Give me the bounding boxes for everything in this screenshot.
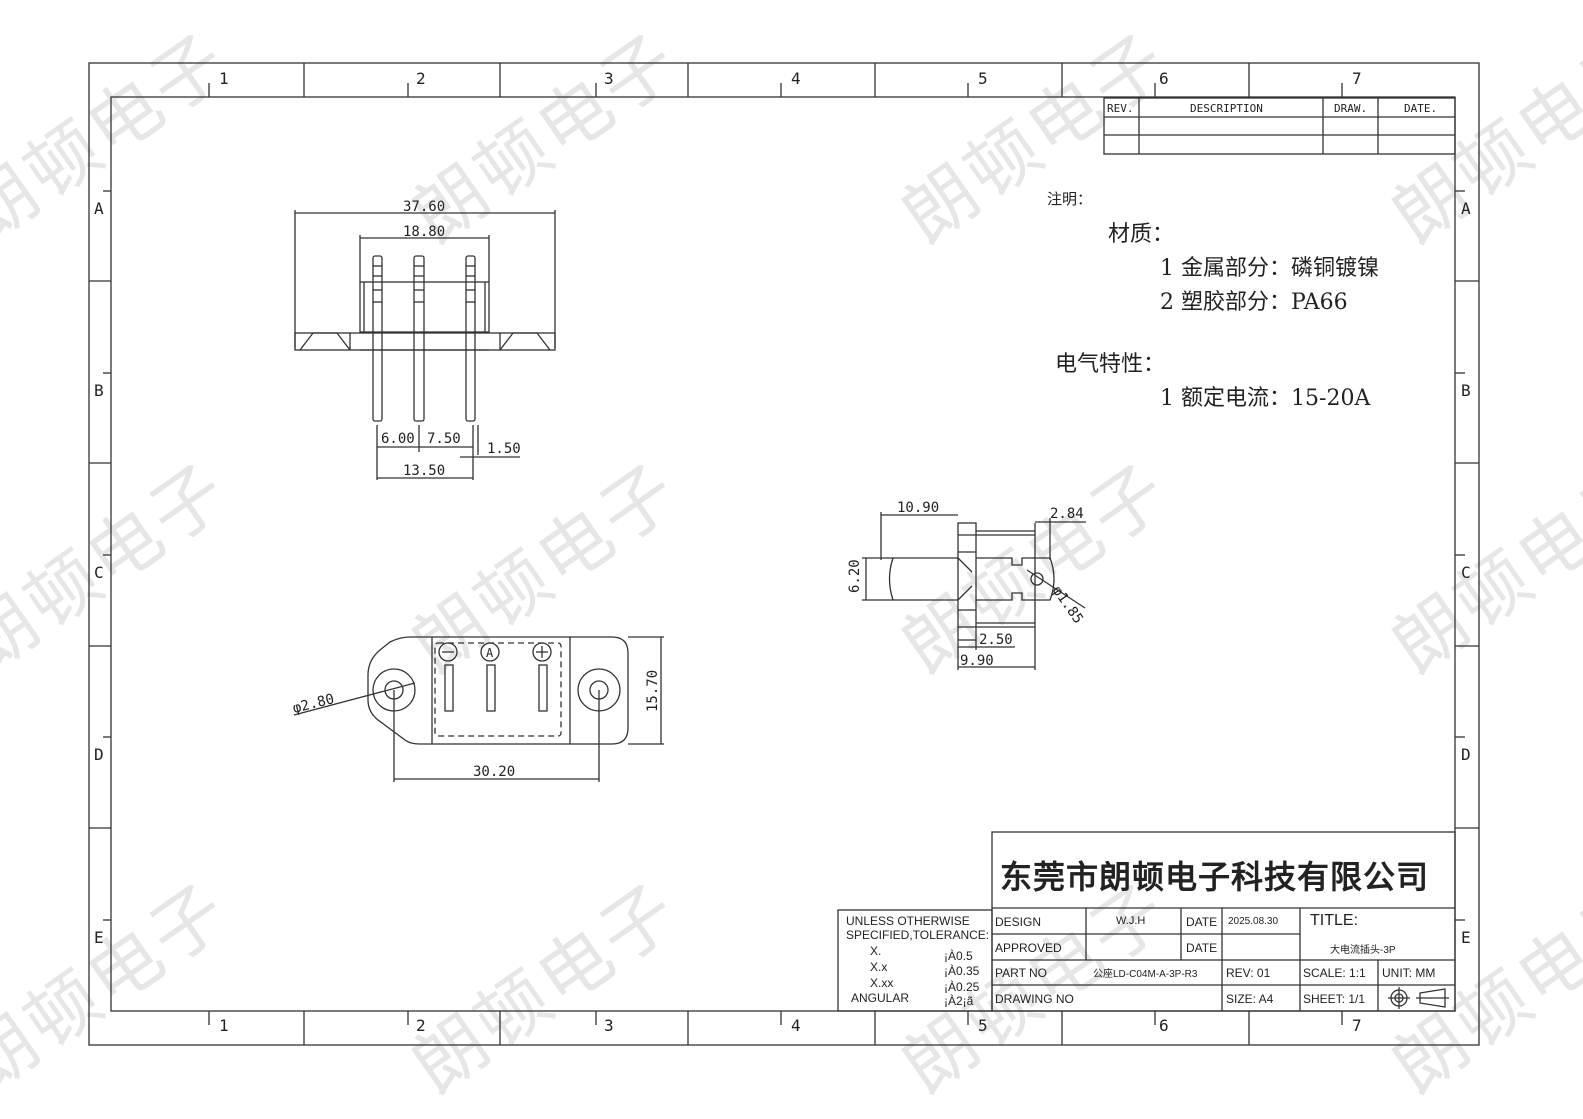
sheet-value: SHEET: 1/1 xyxy=(1303,992,1366,1006)
notes-heading: 注明： xyxy=(1047,190,1093,208)
column-dividers xyxy=(208,63,1343,1045)
svg-text:7: 7 xyxy=(1352,69,1362,88)
svg-text:REV.: REV. xyxy=(1107,102,1134,115)
tolerance-value-x: ¡À0.5 xyxy=(944,949,973,963)
company-name: 东莞市朗顿电子科技有限公司 xyxy=(1000,858,1430,896)
svg-text:DATE.: DATE. xyxy=(1404,102,1437,115)
part-no-value: 公座LD-C04M-A-3P-R3 xyxy=(1093,969,1198,980)
svg-text:B: B xyxy=(1461,381,1471,400)
svg-text:A: A xyxy=(1461,199,1471,218)
svg-text:φ2.80: φ2.80 xyxy=(291,691,336,717)
item-label: 额定电流： xyxy=(1181,386,1292,411)
row-dividers xyxy=(89,190,1479,921)
design-value: W.J.H xyxy=(1116,915,1146,927)
svg-text:2.50: 2.50 xyxy=(979,632,1013,648)
svg-text:13.50: 13.50 xyxy=(403,463,445,479)
svg-text:6.20: 6.20 xyxy=(847,559,863,593)
item-number: 1 xyxy=(1160,256,1174,281)
svg-text:3: 3 xyxy=(604,1016,614,1035)
item-value: 15-20A xyxy=(1291,386,1371,411)
svg-text:5: 5 xyxy=(978,69,988,88)
svg-text:D: D xyxy=(94,745,104,764)
svg-text:E: E xyxy=(1461,928,1471,947)
item-number: 2 xyxy=(1160,290,1174,315)
svg-text:2: 2 xyxy=(416,69,426,88)
svg-text:4: 4 xyxy=(791,1016,801,1035)
tolerance-label-xx: X.x xyxy=(870,960,888,974)
svg-text:D: D xyxy=(1461,745,1471,764)
svg-text:6: 6 xyxy=(1159,69,1169,88)
revision-table-headers: REV. DESCRIPTION DRAW. DATE. xyxy=(1107,102,1437,115)
tolerance-label-angular: ANGULAR xyxy=(851,991,910,1005)
svg-text:7: 7 xyxy=(1352,1016,1362,1035)
item-value: PA66 xyxy=(1291,290,1348,315)
material-item-1: 1 金属部分：磷铜镀镍 xyxy=(1160,250,1379,282)
unit-value: UNIT: MM xyxy=(1382,966,1436,980)
svg-text:A: A xyxy=(94,199,104,218)
drawing-no-label: DRAWING NO xyxy=(995,992,1074,1006)
front-view xyxy=(294,210,556,480)
tolerance-value-angular: ¡À2¡ã xyxy=(944,994,974,1008)
svg-text:3: 3 xyxy=(604,69,614,88)
svg-text:DRAW.: DRAW. xyxy=(1334,102,1367,115)
material-item-2: 2 塑胶部分：PA66 xyxy=(1160,284,1348,316)
electrical-item-1: 1 额定电流：15-20A xyxy=(1160,380,1370,412)
top-view xyxy=(293,636,664,782)
item-label: 塑胶部分： xyxy=(1181,290,1292,315)
svg-text:2: 2 xyxy=(416,1016,426,1035)
svg-text:DESCRIPTION: DESCRIPTION xyxy=(1190,102,1263,115)
title-value: 大电流插头-3P xyxy=(1330,945,1396,956)
tolerance-label-x: X. xyxy=(870,944,882,958)
item-number: 1 xyxy=(1160,386,1174,411)
side-view xyxy=(862,512,1086,670)
svg-text:1.50: 1.50 xyxy=(487,441,521,457)
svg-text:37.60: 37.60 xyxy=(403,199,445,215)
design-date: 2025.08.30 xyxy=(1228,916,1279,927)
electrical-heading: 电气特性： xyxy=(1055,352,1166,377)
rev-value: REV: 01 xyxy=(1226,966,1271,980)
svg-text:30.20: 30.20 xyxy=(473,764,515,780)
grid-labels: 1 2 3 4 5 6 7 1 2 3 4 5 6 7 A B C D E A … xyxy=(94,69,1471,1035)
svg-text:9.90: 9.90 xyxy=(960,653,994,669)
tolerance-heading-1: UNLESS OTHERWISE xyxy=(846,914,970,928)
svg-text:10.90: 10.90 xyxy=(897,500,939,516)
design-label: DESIGN xyxy=(995,915,1042,929)
inner-frame xyxy=(110,96,1456,1012)
svg-text:A: A xyxy=(486,646,494,660)
title-label: TITLE: xyxy=(1310,912,1359,929)
material-heading: 材质： xyxy=(1108,222,1175,247)
svg-text:1: 1 xyxy=(219,69,229,88)
date-label-design: DATE xyxy=(1186,915,1218,929)
tolerance-value-xx: ¡À0.35 xyxy=(944,964,980,978)
scale-value: SCALE: 1:1 xyxy=(1303,966,1366,980)
title-block-grid xyxy=(837,831,1456,1012)
part-no-label: PART NO xyxy=(995,966,1048,980)
pin-polarity-marks: A xyxy=(486,646,494,660)
outer-frame xyxy=(88,62,1480,1046)
dimension-labels: 37.60 18.80 6.00 7.50 1.50 13.50 φ2.80 3… xyxy=(291,199,1086,780)
tolerance-heading-2: SPECIFIED,TOLERANCE: xyxy=(846,928,990,942)
size-value: SIZE: A4 xyxy=(1226,992,1274,1006)
svg-text:1: 1 xyxy=(219,1016,229,1035)
svg-text:E: E xyxy=(94,928,104,947)
svg-text:C: C xyxy=(1461,563,1471,582)
svg-text:7.50: 7.50 xyxy=(427,431,461,447)
svg-text:4: 4 xyxy=(791,69,801,88)
svg-text:5: 5 xyxy=(978,1016,988,1035)
svg-text:C: C xyxy=(94,563,104,582)
revision-table-grid xyxy=(1103,97,1456,155)
tolerance-label-xxx: X.xx xyxy=(870,976,894,990)
item-value: 磷铜镀镍 xyxy=(1291,256,1380,281)
tolerance-value-xxx: ¡À0.25 xyxy=(944,980,980,994)
svg-text:B: B xyxy=(94,381,104,400)
svg-text:6.00: 6.00 xyxy=(381,431,415,447)
svg-text:15.70: 15.70 xyxy=(645,670,661,712)
date-label-approved: DATE xyxy=(1186,941,1218,955)
approved-label: APPROVED xyxy=(995,941,1062,955)
svg-text:18.80: 18.80 xyxy=(403,224,445,240)
svg-text:2.84: 2.84 xyxy=(1050,506,1084,522)
svg-text:6: 6 xyxy=(1159,1016,1169,1035)
item-label: 金属部分： xyxy=(1181,256,1292,281)
